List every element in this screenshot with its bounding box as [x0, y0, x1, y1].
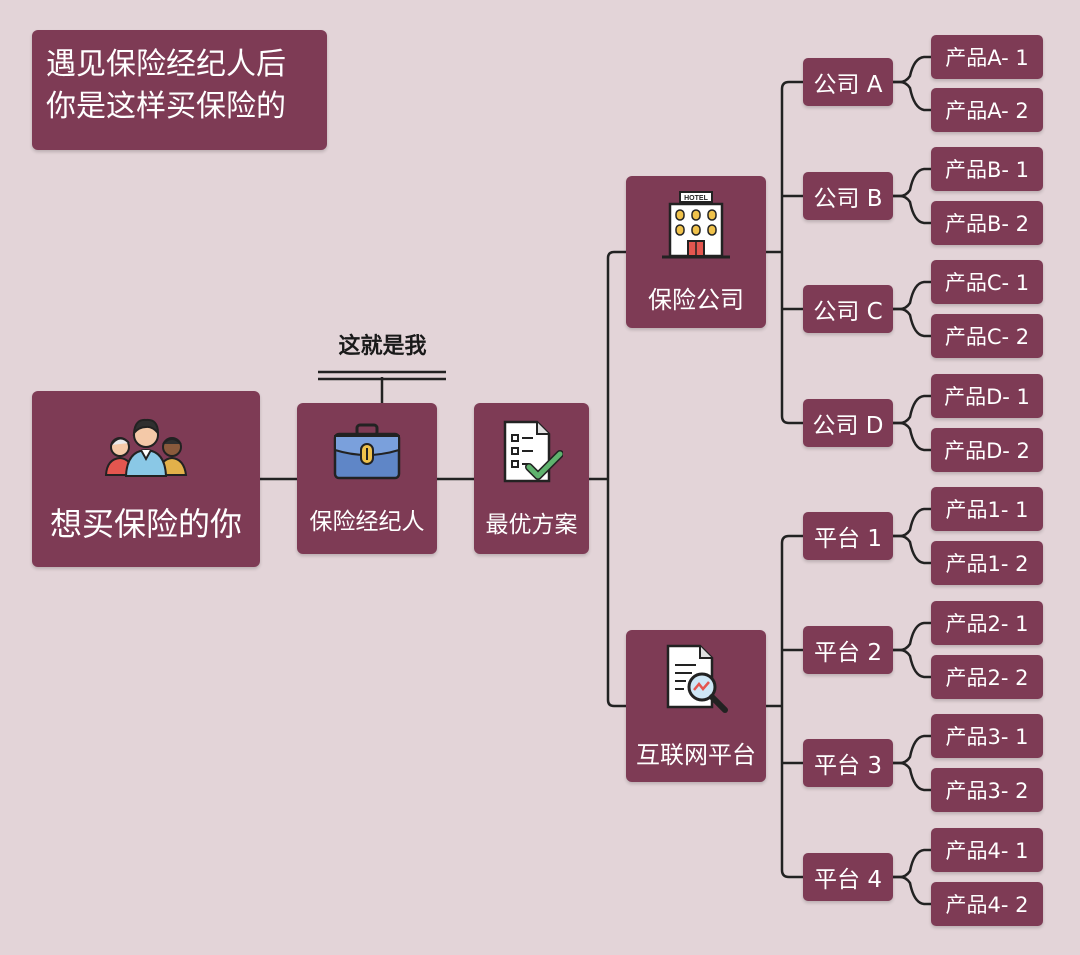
node-insurance-company: HOTEL 保险公司 — [626, 176, 766, 328]
node-broker: 保险经纪人 — [297, 403, 437, 554]
product-4-1: 产品4- 1 — [931, 828, 1043, 872]
product-1-2: 产品1- 2 — [931, 541, 1043, 585]
platform-4: 平台 4 — [803, 853, 893, 901]
company-c: 公司 C — [803, 285, 893, 333]
product-b-2: 产品B- 2 — [931, 201, 1043, 245]
title-box: 遇见保险经纪人后 你是这样买保险的 — [32, 30, 327, 150]
product-4-2: 产品4- 2 — [931, 882, 1043, 926]
company-a: 公司 A — [803, 58, 893, 106]
platform-1: 平台 1 — [803, 512, 893, 560]
product-d-1: 产品D- 1 — [931, 374, 1043, 418]
node-plan-label: 最优方案 — [485, 511, 578, 538]
product-a-1: 产品A- 1 — [931, 35, 1043, 79]
product-d-2: 产品D- 2 — [931, 428, 1043, 472]
title-line-1: 遇见保险经纪人后 — [46, 47, 286, 82]
company-d: 公司 D — [803, 399, 893, 447]
product-c-1: 产品C- 1 — [931, 260, 1043, 304]
broker-note: 这就是我 — [338, 334, 427, 359]
node-you-label: 想买保险的你 — [49, 505, 242, 543]
briefcase-icon — [332, 422, 402, 488]
product-a-2: 产品A- 2 — [931, 88, 1043, 132]
node-you: 想买保险的你 — [32, 391, 260, 567]
document-search-icon — [662, 643, 730, 721]
product-c-2: 产品C- 2 — [931, 314, 1043, 358]
product-b-1: 产品B- 1 — [931, 147, 1043, 191]
product-2-2: 产品2- 2 — [931, 655, 1043, 699]
platform-2: 平台 2 — [803, 626, 893, 674]
product-3-2: 产品3- 2 — [931, 768, 1043, 812]
product-3-1: 产品3- 1 — [931, 714, 1043, 758]
node-insurance-company-label: 保险公司 — [648, 285, 744, 314]
hotel-sign: HOTEL — [684, 195, 708, 202]
node-internet-platform: 互联网平台 — [626, 630, 766, 782]
node-plan: 最优方案 — [474, 403, 589, 554]
hotel-building-icon: HOTEL — [660, 190, 732, 266]
product-2-1: 产品2- 1 — [931, 601, 1043, 645]
company-b: 公司 B — [803, 172, 893, 220]
people-group-icon — [104, 413, 188, 485]
node-broker-label: 保险经纪人 — [309, 508, 425, 535]
node-internet-platform-label: 互联网平台 — [636, 740, 756, 769]
platform-3: 平台 3 — [803, 739, 893, 787]
product-1-1: 产品1- 1 — [931, 487, 1043, 531]
title-line-2: 你是这样买保险的 — [46, 89, 286, 124]
checklist-icon — [501, 419, 564, 491]
